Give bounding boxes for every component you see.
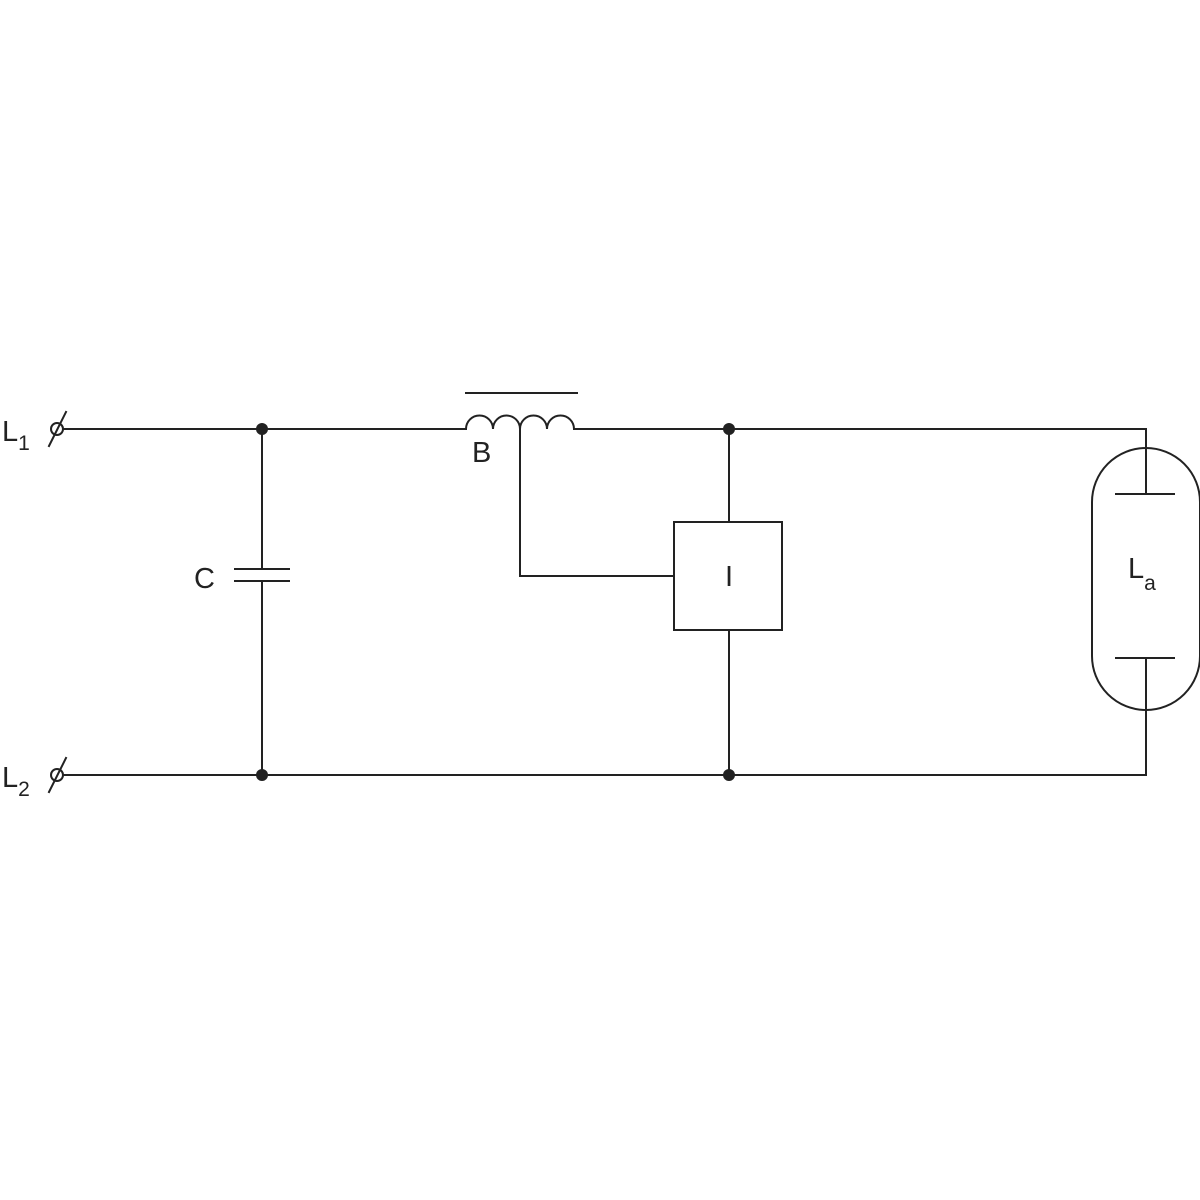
capacitor-label: C <box>194 563 215 595</box>
terminal-l2-label: L2 <box>2 762 30 801</box>
ignitor-label: I <box>725 561 733 593</box>
ignitor: I <box>673 428 783 776</box>
capacitor: C <box>194 428 290 776</box>
lamp: La <box>1091 428 1200 776</box>
terminal-l2-slash <box>47 756 68 794</box>
terminal-l1: L1 <box>2 410 68 455</box>
ballast-label: B <box>472 437 491 469</box>
terminal-l2: L2 <box>2 756 68 801</box>
terminal-l1-slash <box>47 410 68 448</box>
lamp-label: La <box>1128 553 1156 595</box>
ballast-inductor: B <box>464 392 675 577</box>
ballast-coil <box>464 414 576 431</box>
junction-dot <box>256 769 268 781</box>
junction-dot <box>723 769 735 781</box>
junction-dot <box>256 423 268 435</box>
terminal-l1-label: L1 <box>2 416 30 455</box>
junction-dot <box>723 423 735 435</box>
